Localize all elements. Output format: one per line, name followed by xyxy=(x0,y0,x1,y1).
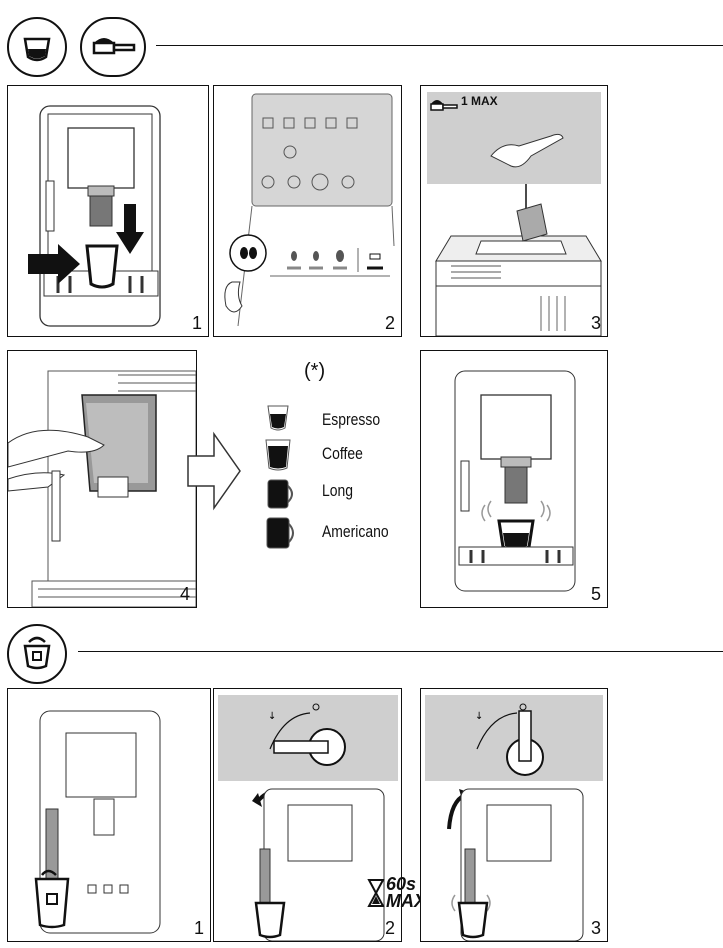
control-panel-illustration xyxy=(224,93,395,327)
step-number: 1 xyxy=(193,918,204,938)
step-number: 3 xyxy=(590,313,601,333)
scoop-icon-badge xyxy=(80,17,146,77)
step-number: 1 xyxy=(191,313,202,333)
step-panel-5: 5 xyxy=(420,350,608,608)
milk-jug-icon-badge xyxy=(7,624,67,684)
powder-hopper-illustration xyxy=(435,133,602,336)
step-number: 3 xyxy=(590,918,601,938)
step-number: 4 xyxy=(179,584,190,604)
cup-icon xyxy=(23,37,51,62)
legend-espresso: Espresso xyxy=(322,410,381,429)
long-icon xyxy=(267,479,293,509)
steam-panel-1: 1 xyxy=(7,688,211,942)
milk-jug-icon xyxy=(23,636,51,670)
cup-icon-badge xyxy=(7,17,67,77)
step-number: 2 xyxy=(384,313,395,333)
legend-americano: Americano xyxy=(322,522,389,541)
step-panel-3: 1 MAX 3 xyxy=(420,85,608,337)
outline-arrow-icon xyxy=(187,431,241,511)
knob-inset xyxy=(218,695,398,781)
timer-max: MAX xyxy=(386,891,426,911)
hourglass-icon xyxy=(367,879,385,907)
step-panel-2: 2 xyxy=(213,85,402,337)
step-number: 2 xyxy=(384,918,395,938)
step-panel-1: 1 xyxy=(7,85,209,337)
machine-cup-illustration xyxy=(28,105,161,327)
svg-text:↓: ↓ xyxy=(268,711,276,722)
espresso-icon xyxy=(267,405,289,431)
legend-note: (*) xyxy=(304,360,326,382)
section-divider xyxy=(156,45,723,46)
steam-panel-2: ↓ 2 xyxy=(213,688,402,942)
section-divider xyxy=(78,651,723,652)
legend-coffee: Coffee xyxy=(322,444,363,463)
legend-long: Long xyxy=(322,481,354,500)
beverage-legend-icons xyxy=(265,405,294,549)
timer-label: 60s MAX xyxy=(386,874,426,911)
step-panel-4: 4 xyxy=(7,350,197,608)
measuring-scoop-icon xyxy=(92,38,136,55)
steam-panel-3: ↓ 3 xyxy=(420,688,608,942)
measuring-scoop-icon xyxy=(430,100,458,111)
steam-knob-closed-illustration: ↓ xyxy=(447,703,584,941)
svg-text:↓: ↓ xyxy=(475,711,483,722)
americano-icon xyxy=(266,517,294,549)
step-number: 5 xyxy=(590,584,601,604)
touch-panel-illustration xyxy=(8,370,196,607)
coffee-icon xyxy=(265,439,291,471)
machine-brewing-illustration xyxy=(454,370,576,592)
steam-wand-jug-illustration xyxy=(34,710,161,934)
timer-seconds: 60s xyxy=(386,874,417,894)
steam-knob-open-illustration: ↓ xyxy=(252,703,385,941)
scoop-max-label: 1 MAX xyxy=(461,94,498,108)
